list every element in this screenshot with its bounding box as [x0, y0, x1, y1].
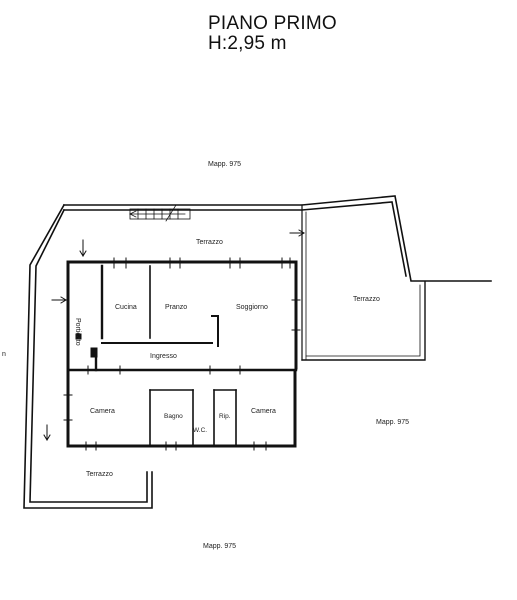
mapp-bottom-label: Mapp. 975 [203, 543, 236, 550]
floor-name: PIANO PRIMO [208, 13, 337, 34]
terrazzo-bottom-label: Terrazzo [86, 471, 113, 478]
terrazzo-top-label: Terrazzo [196, 239, 223, 246]
stair-symbol [129, 204, 191, 222]
room-wc-label: W.C. [193, 427, 207, 434]
window-marks [63, 257, 301, 451]
house-walls [66, 260, 298, 448]
column-mark [75, 333, 82, 340]
room-rip-label: Rip. [219, 413, 231, 420]
edge-fragment-label: n [2, 351, 6, 358]
entrance-arrows [43, 229, 305, 441]
room-soggiorno-label: Soggiorno [236, 304, 268, 311]
room-ingresso-label: Ingresso [150, 353, 177, 360]
room-pranzo-label: Pranzo [165, 304, 187, 311]
room-camera-left-label: Camera [90, 408, 115, 415]
room-camera-right-label: Camera [251, 408, 276, 415]
room-cucina-label: Cucina [115, 304, 137, 311]
mapp-right-label: Mapp. 975 [376, 419, 409, 426]
room-bagno-label: Bagno [164, 413, 183, 420]
outer-terrace-boundary [23, 195, 492, 509]
floor-height: H:2,95 m [208, 33, 287, 54]
plan-title: PIANO PRIMO H:2,95 m [208, 14, 337, 54]
mapp-top-label: Mapp. 975 [208, 161, 241, 168]
terrazzo-right-label: Terrazzo [353, 296, 380, 303]
porticato-label: Porticato [74, 318, 81, 346]
column-mark [90, 347, 98, 358]
